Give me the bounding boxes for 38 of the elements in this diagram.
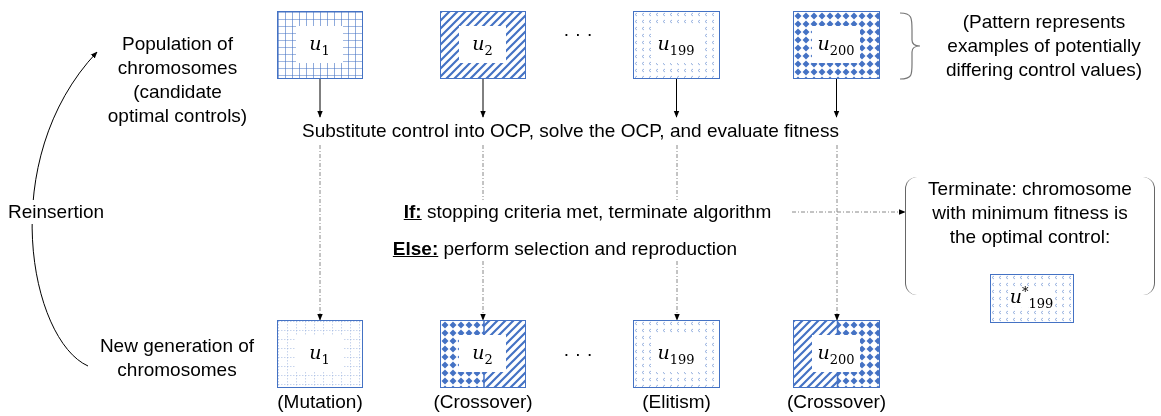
arrow: [480, 78, 486, 118]
arrow: [317, 78, 323, 118]
control-label: u$_{200}$: [812, 335, 860, 372]
step-text: New generation of chromosomes: [88, 332, 266, 384]
arrow: [791, 209, 906, 215]
arrow: [834, 144, 840, 321]
arrow: [32, 51, 98, 367]
ellipsis: · · ·: [562, 22, 594, 46]
step-text: If: stopping criteria met, terminate algorithm: [383, 200, 792, 224]
result-text: Terminate: chromosome with minimum fitness is the optimal control:: [927, 177, 1133, 249]
operator-caption: (Mutation): [276, 390, 364, 414]
note-text: (Pattern represents examples of potentially differing control values): [944, 10, 1144, 82]
operator-caption: (Elitism): [641, 390, 712, 414]
chromosome-box: [633, 11, 720, 79]
chromosome-box: [793, 11, 880, 79]
chromosome-box: [990, 274, 1074, 323]
control-label: u$_{1}$: [296, 26, 343, 63]
step-text: Population of chromosomes (candidate optimal controls): [100, 12, 255, 147]
chromosome-box: [440, 11, 526, 79]
chromosome-box: [793, 320, 880, 388]
chromosome-box: [277, 320, 363, 388]
arrow: [673, 78, 680, 118]
operator-caption: (Crossover): [785, 390, 888, 414]
control-label: u$_{200}$: [812, 26, 860, 63]
arrow: [480, 260, 486, 321]
chromosome-box: [440, 320, 526, 388]
chromosome-box: [633, 320, 720, 388]
step-text: Substitute control into OCP, solve the OCP, and evaluate fitness: [258, 117, 883, 145]
control-label: u$_{2}$: [459, 335, 506, 372]
arrow: [833, 78, 840, 118]
step-text: Else: perform selection and reproduction: [385, 237, 745, 261]
control-label: u$_{1}$: [296, 335, 343, 372]
arrow: [674, 260, 680, 321]
ellipsis: · · ·: [562, 342, 594, 366]
chromosome-box: [277, 11, 363, 79]
control-label: u$_{2}$: [459, 26, 506, 63]
arrow: [317, 144, 323, 321]
operator-caption: (Crossover): [432, 390, 534, 414]
